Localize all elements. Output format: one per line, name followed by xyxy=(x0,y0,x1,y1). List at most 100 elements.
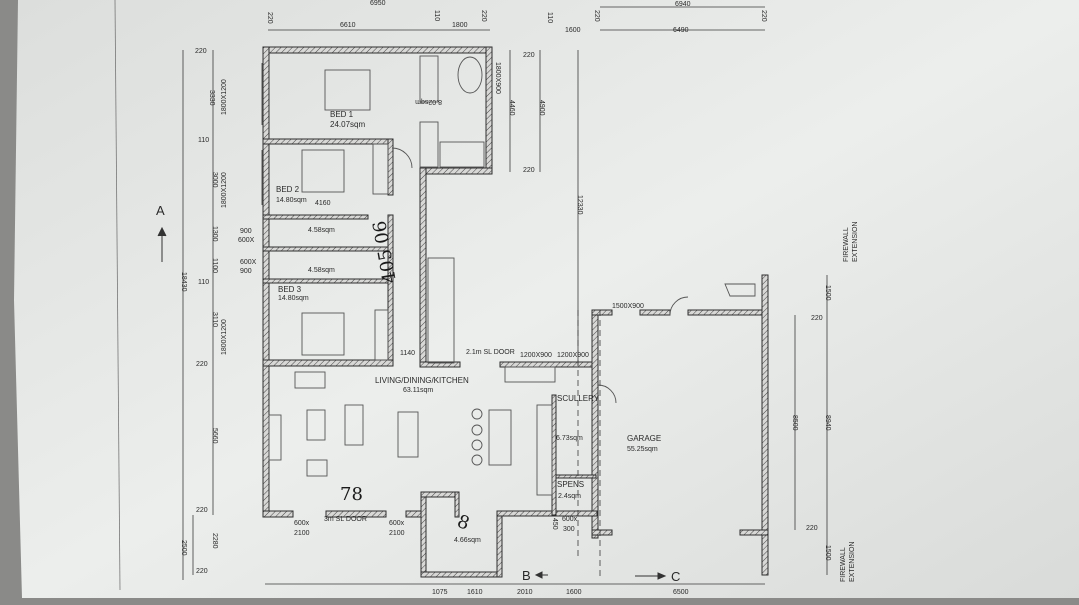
front-window-left: 2100 xyxy=(294,530,310,537)
garage-door-swing xyxy=(669,296,689,316)
dim-top: 6610 xyxy=(340,22,356,29)
dim-left: 110 xyxy=(198,279,209,286)
kitchen-island xyxy=(488,409,512,466)
top-dimensions: 6950 220 6610 110 1800 220 110 1600 220 … xyxy=(266,0,767,34)
dim-top: 6940 xyxy=(675,1,691,8)
front-window-right: 600x xyxy=(389,520,405,527)
dim-right: 4900 xyxy=(538,100,545,116)
dim-left: 2500 xyxy=(180,540,187,556)
front-window-left: 600x xyxy=(294,520,310,527)
dim-left: 110 xyxy=(198,137,209,144)
section-markers: A B C xyxy=(156,203,680,584)
bed2-bed xyxy=(301,149,345,193)
bed3-window: 1800X1200 xyxy=(221,319,228,355)
dim-bottom: 1075 xyxy=(432,589,448,596)
room-scullery-name: SCULLERY xyxy=(557,394,600,403)
bed1-wardrobe2 xyxy=(419,121,439,168)
opening-labels: 1800X1200 1800X1200 1800X1200 1800X900 9… xyxy=(221,62,644,537)
bed3-wardrobe xyxy=(374,309,389,361)
room-garage-area: 55.25sqm xyxy=(627,446,658,453)
room-bed1-area: 24.07sqm xyxy=(330,120,365,129)
fixtures xyxy=(261,55,756,496)
dim-top: 220 xyxy=(760,10,767,22)
room-wc-area: 4.66sqm xyxy=(454,537,481,544)
hotwater-unit xyxy=(724,283,756,297)
ensuite-window: 1800X900 xyxy=(494,62,501,94)
room-spens-name: SPENS xyxy=(557,480,584,489)
dimension-lines xyxy=(182,6,828,585)
dim-top: 220 xyxy=(480,10,487,22)
section-marker-c: C xyxy=(671,569,680,584)
dim-top-overall: 6950 xyxy=(370,0,386,7)
bed2-width: 4160 xyxy=(315,200,331,207)
dim-right: 220 xyxy=(523,167,535,174)
dim-top: 220 xyxy=(593,10,600,22)
dim-garage: 220 xyxy=(811,315,823,322)
room-bed2-area: 14.80sqm xyxy=(276,197,307,204)
dim-left: 5660 xyxy=(211,428,218,444)
dim-left: 3330 xyxy=(208,90,215,106)
dim-top: 220 xyxy=(266,12,273,24)
dim-bottom: 6500 xyxy=(673,589,689,596)
dim-top: 110 xyxy=(433,10,440,21)
room-bed3-name: BED 3 xyxy=(278,285,302,294)
room-bed2-name: BED 2 xyxy=(276,185,300,194)
couch xyxy=(294,371,326,389)
bed2-wardrobe xyxy=(372,143,389,195)
kitchen-window-2: 1200X900 xyxy=(557,352,589,359)
shower xyxy=(439,141,485,168)
room-bed1-name: BED 1 xyxy=(330,110,354,119)
dim-left: 220 xyxy=(195,48,207,55)
bottom-dimensions: 1075 1610 2010 1600 6500 xyxy=(432,589,689,596)
dim-bottom: 1610 xyxy=(467,589,483,596)
room-spens-area: 2.4sqm xyxy=(558,493,581,500)
dim-left: 220 xyxy=(196,568,208,575)
arrow-up-icon xyxy=(157,226,167,262)
dim-bottom: 1600 xyxy=(566,589,582,596)
dim-left: 2280 xyxy=(211,533,218,549)
room-scullery-area: 6.73sqm xyxy=(556,435,583,442)
dim-left: 1300 xyxy=(211,226,218,242)
spens-window: 600x xyxy=(562,516,578,523)
dim-garage: 8500 xyxy=(791,415,798,431)
kitchen-counter-top xyxy=(504,366,556,383)
bath1-window: 900 xyxy=(240,228,252,235)
bar-stools xyxy=(471,408,483,466)
photo-bottom-edge xyxy=(0,599,1079,605)
arrow-right-icon xyxy=(635,572,667,580)
bed2-window: 1800X1200 xyxy=(221,172,228,208)
paper-sheet xyxy=(14,0,1079,598)
sofa xyxy=(344,404,364,446)
bath2-window: 600X xyxy=(240,259,257,266)
section-marker-b: B xyxy=(522,568,531,583)
bathtub xyxy=(457,56,483,94)
dim-right: 12330 xyxy=(576,195,583,215)
kitchen-counter xyxy=(536,404,553,496)
dim-garage: 1500 xyxy=(824,285,831,301)
bed1-window: 1800X1200 xyxy=(221,79,228,115)
bed1-wardrobe xyxy=(419,55,439,103)
dim-garage: 220 xyxy=(806,525,818,532)
sliding-door-bottom: 3m SL DOOR xyxy=(324,516,367,523)
room-bath2-area: 4.58sqm xyxy=(308,267,335,274)
dim-garage: 8940 xyxy=(824,415,831,431)
room-bed3-area: 14.80sqm xyxy=(278,295,309,302)
bath1-window: 600X xyxy=(238,237,255,244)
dim-top: 110 xyxy=(546,12,553,23)
dim-bottom: 2010 xyxy=(517,589,533,596)
dim-top: 6490 xyxy=(673,27,689,34)
room-labels: BED 1 24.07sqm 8.02sqm BED 2 14.80sqm 41… xyxy=(276,98,661,544)
firewall-note-top: FIREWALL xyxy=(843,227,850,262)
dim-top: 1800 xyxy=(452,22,468,29)
tv-unit xyxy=(268,414,282,461)
front-window-right: 2100 xyxy=(389,530,405,537)
garage-dimensions: 1500 220 8500 8940 220 1500 FIREWALL EXT… xyxy=(791,222,859,582)
firewall-note-bottom: EXTENSION xyxy=(849,542,856,582)
garage-window: 1500X900 xyxy=(612,303,644,310)
dim-left: 3000 xyxy=(211,172,218,188)
dining-table xyxy=(397,411,419,458)
dim-left: 220 xyxy=(196,361,208,368)
room-living-name: LIVING/DINING/KITCHEN xyxy=(375,376,469,385)
spens-offset: 450 xyxy=(551,518,558,530)
